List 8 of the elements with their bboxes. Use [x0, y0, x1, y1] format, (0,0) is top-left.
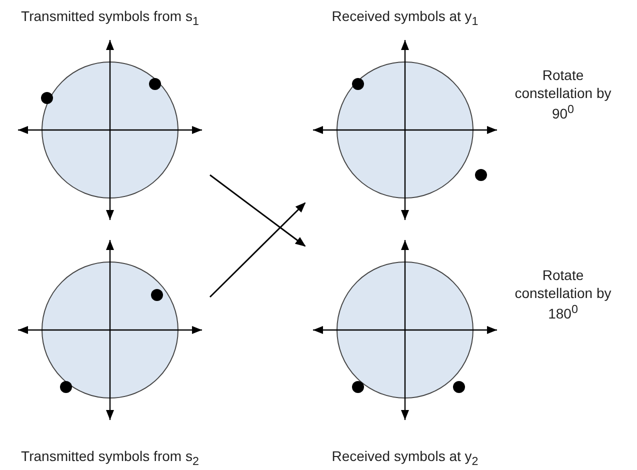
arrow	[210, 174, 306, 247]
heading-text: Transmitted symbols from s$_{2}$	[20, 448, 200, 468]
heading-text: Transmitted symbols from s$_{1}$	[20, 8, 200, 28]
heading-text: Received symbols at y$_{2}$	[330, 448, 480, 468]
note-text: Rotate constellation by 180$^{0}$	[514, 266, 612, 324]
arrow	[209, 202, 306, 298]
heading-text: Received symbols at y$_{1}$	[330, 8, 480, 28]
note-text: Rotate constellation by 90$^{0}$	[514, 66, 612, 124]
